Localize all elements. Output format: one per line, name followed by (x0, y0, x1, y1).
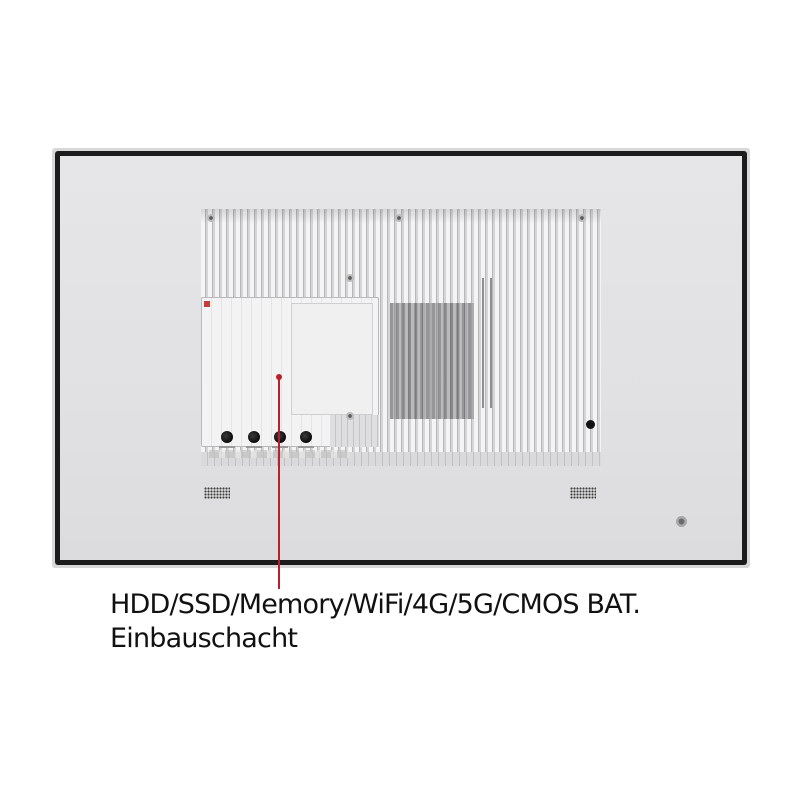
top-screw (395, 214, 403, 222)
antenna-label-4 (298, 446, 314, 448)
antenna-port-4[interactable] (300, 431, 312, 443)
center-fin-block (390, 303, 474, 419)
callout-line (278, 377, 280, 589)
top-left-screw (207, 214, 215, 222)
antenna-port-3[interactable] (274, 431, 286, 443)
mount-bracket (482, 278, 492, 408)
cover-screw (346, 412, 354, 420)
mid-screw (346, 274, 354, 282)
antenna-label-3 (272, 446, 288, 448)
caption-line-1: HDD/SSD/Memory/WiFi/4G/5G/CMOS BAT. (110, 589, 641, 620)
antenna-label-2 (246, 446, 262, 448)
warning-mark-icon (204, 301, 210, 307)
antenna-port-2[interactable] (248, 431, 260, 443)
cover-label-area (291, 303, 373, 415)
caption-line-2: Einbauschacht (110, 623, 298, 654)
antenna-label-1 (219, 446, 235, 448)
speaker-grille-left (204, 487, 230, 499)
side-button-icon[interactable] (586, 420, 595, 429)
cover-notch (330, 415, 379, 447)
caption: HDD/SSD/Memory/WiFi/4G/5G/CMOS BAT. Einb… (110, 588, 770, 656)
speaker-grille-right (570, 487, 596, 499)
top-right-screw (578, 214, 586, 222)
antenna-port-1[interactable] (221, 431, 233, 443)
corner-screw-icon (676, 516, 687, 527)
